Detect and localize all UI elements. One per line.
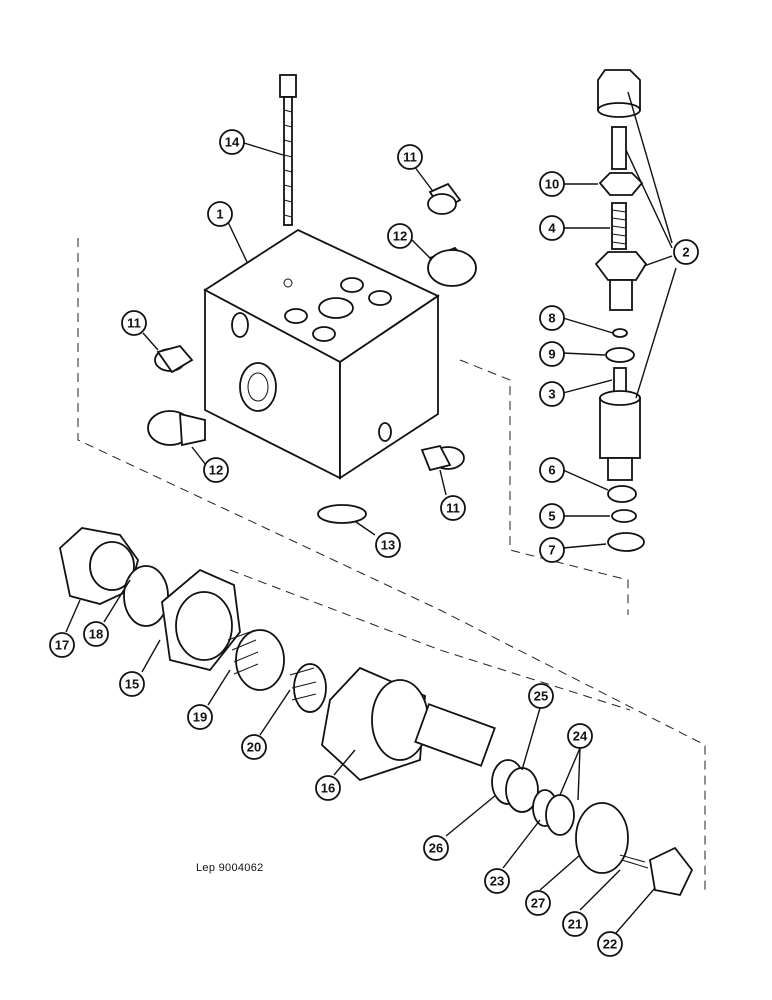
callout-8: 8 bbox=[539, 305, 565, 331]
svg-text:15: 15 bbox=[125, 677, 139, 692]
callout-25: 25 bbox=[528, 683, 554, 709]
callout-3: 3 bbox=[539, 381, 565, 407]
svg-text:6: 6 bbox=[548, 463, 555, 478]
callout-9: 9 bbox=[539, 341, 565, 367]
callout-21: 21 bbox=[562, 911, 588, 937]
svg-text:3: 3 bbox=[548, 387, 555, 402]
svg-text:11: 11 bbox=[127, 316, 141, 331]
callout-2: 2 bbox=[673, 239, 699, 265]
callout-11-left: 11 bbox=[121, 310, 147, 336]
leader-lines bbox=[65, 91, 677, 934]
svg-text:27: 27 bbox=[531, 896, 545, 911]
o-ring-13 bbox=[317, 504, 367, 524]
svg-text:17: 17 bbox=[55, 638, 69, 653]
callout-4: 4 bbox=[539, 215, 565, 241]
callout-17: 17 bbox=[49, 632, 75, 658]
pressure-valve-assembly bbox=[59, 527, 694, 897]
svg-text:24: 24 bbox=[573, 729, 588, 744]
callout-24: 24 bbox=[567, 723, 593, 749]
callout-7: 7 bbox=[539, 537, 565, 563]
svg-text:23: 23 bbox=[490, 874, 504, 889]
svg-text:13: 13 bbox=[381, 538, 395, 553]
svg-text:26: 26 bbox=[429, 841, 443, 856]
callout-19: 19 bbox=[187, 704, 213, 730]
svg-text:10: 10 bbox=[545, 177, 559, 192]
svg-text:5: 5 bbox=[548, 509, 555, 524]
svg-text:25: 25 bbox=[534, 689, 548, 704]
callout-12-top: 12 bbox=[387, 223, 413, 249]
svg-text:7: 7 bbox=[548, 543, 555, 558]
svg-text:2: 2 bbox=[682, 245, 689, 260]
callout-22: 22 bbox=[597, 931, 623, 957]
callout-15: 15 bbox=[119, 671, 145, 697]
callout-27: 27 bbox=[525, 890, 551, 916]
callout-23: 23 bbox=[484, 868, 510, 894]
callout-5: 5 bbox=[539, 503, 565, 529]
svg-text:14: 14 bbox=[225, 135, 240, 150]
svg-text:16: 16 bbox=[321, 781, 335, 796]
callout-20: 20 bbox=[241, 734, 267, 760]
callout-1: 1 bbox=[207, 201, 233, 227]
callout-16: 16 bbox=[315, 775, 341, 801]
svg-text:18: 18 bbox=[89, 627, 103, 642]
svg-text:12: 12 bbox=[209, 463, 223, 478]
svg-text:8: 8 bbox=[548, 311, 555, 326]
svg-text:4: 4 bbox=[548, 221, 556, 236]
svg-text:11: 11 bbox=[446, 501, 460, 516]
svg-text:22: 22 bbox=[603, 937, 617, 952]
callout-18: 18 bbox=[83, 621, 109, 647]
svg-text:20: 20 bbox=[247, 740, 261, 755]
callout-12-bottom: 12 bbox=[203, 457, 229, 483]
callout-13: 13 bbox=[375, 532, 401, 558]
callout-10: 10 bbox=[539, 171, 565, 197]
svg-text:9: 9 bbox=[548, 347, 555, 362]
svg-text:11: 11 bbox=[403, 150, 417, 165]
assembly-dashed-lines bbox=[77, 238, 706, 890]
relief-cartridge-stack bbox=[594, 69, 648, 552]
svg-text:19: 19 bbox=[193, 710, 207, 725]
callout-11-top: 11 bbox=[397, 144, 423, 170]
plugs bbox=[147, 182, 477, 472]
valve-block bbox=[203, 228, 440, 480]
callout-14: 14 bbox=[219, 129, 245, 155]
callout-26: 26 bbox=[423, 835, 449, 861]
svg-text:21: 21 bbox=[568, 917, 582, 932]
callout-6: 6 bbox=[539, 457, 565, 483]
drawing-reference-number: Lep 9004062 bbox=[196, 862, 264, 874]
svg-text:1: 1 bbox=[216, 207, 223, 222]
cap-screw bbox=[279, 74, 297, 226]
callout-11-right: 11 bbox=[440, 495, 466, 521]
callouts: 14 1 11 12 11 12 11 13 10 4 2 8 9 3 6 5 … bbox=[49, 129, 699, 957]
svg-text:12: 12 bbox=[393, 229, 407, 244]
